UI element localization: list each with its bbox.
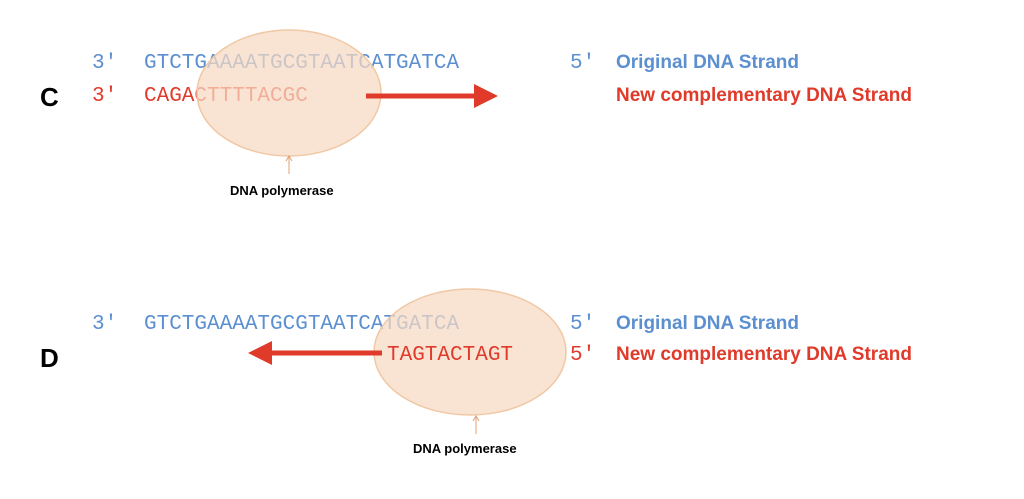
panel-letter: C (40, 82, 59, 112)
dna-polymerase-enzyme (196, 29, 382, 157)
panel-letter: D (40, 343, 59, 373)
original-strand-label: Original DNA Strand (616, 52, 799, 73)
new-strand-sequence: TAGTACTAGT (387, 344, 514, 367)
new-strand-3prime: 3′ (92, 85, 118, 108)
enzyme-pointer-head (285, 155, 293, 162)
enzyme-label: DNA polymerase (230, 183, 334, 198)
original-strand-label: Original DNA Strand (616, 313, 799, 334)
panel-d-graphics (248, 288, 567, 434)
new-strand-label: New complementary DNA Strand (616, 85, 912, 106)
panel-c: C 3′ GTCTGAAAATGCGTAATCATGATCA 5′ Origin… (0, 0, 1024, 238)
panel-c-graphics (196, 29, 498, 174)
panel-d: D 3′ GTCTGAAAATGCGTAATCATGATCA 5′ Origin… (0, 261, 1024, 499)
synthesis-arrowhead (248, 341, 272, 365)
enzyme-label: DNA polymerase (413, 441, 517, 456)
original-strand-5prime: 5′ (570, 52, 596, 75)
synthesis-arrowhead (474, 84, 498, 108)
enzyme-pointer-head (472, 415, 480, 422)
original-strand-5prime: 5′ (570, 313, 596, 336)
original-strand-3prime: 3′ (92, 52, 118, 75)
new-strand-5prime: 5′ (570, 344, 596, 367)
original-strand-3prime: 3′ (92, 313, 118, 336)
new-strand-label: New complementary DNA Strand (616, 344, 912, 365)
